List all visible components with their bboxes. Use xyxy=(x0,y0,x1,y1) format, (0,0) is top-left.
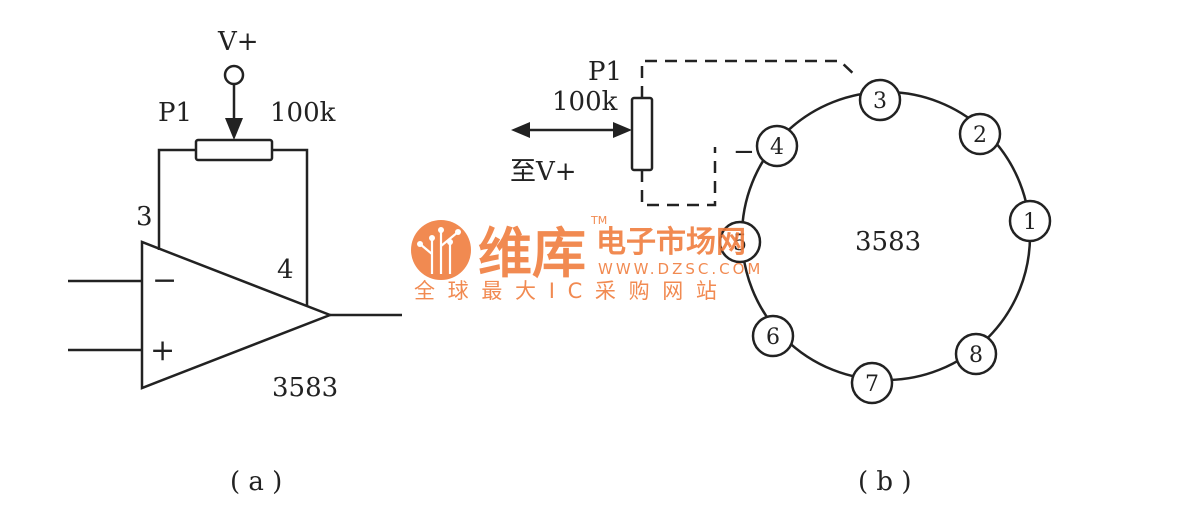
caption-b: ( b ) xyxy=(858,467,911,497)
pin3-dashed-wire xyxy=(640,59,859,98)
pin-number-7: 7 xyxy=(865,372,879,397)
minus-symbol-b: − xyxy=(733,137,755,167)
wiper-arrow-icon xyxy=(225,118,243,140)
circuit-logo-icon xyxy=(411,220,471,280)
pin-circle-2 xyxy=(958,112,1002,156)
watermark-brand: 维库 xyxy=(478,222,586,285)
diagram-a xyxy=(68,64,402,390)
pin-number-2: 2 xyxy=(973,123,987,148)
watermark-url: WWW.DZSC.COM xyxy=(598,260,763,278)
pin-number-1: 1 xyxy=(1023,210,1037,235)
caption-a: ( a ) xyxy=(230,467,282,497)
pin-4-label: 4 xyxy=(277,255,294,285)
diagram-a-labels: V+ P1 100k 3 4 − + 3583 ( a ) xyxy=(136,27,338,497)
pin-number-6: 6 xyxy=(766,325,780,350)
to-supply-label: 至V+ xyxy=(510,157,577,187)
package-label: 3583 xyxy=(855,227,921,257)
supply-terminal xyxy=(223,64,245,86)
pin-number-3: 3 xyxy=(873,89,887,114)
pot-value-label: 100k xyxy=(270,98,336,128)
pin-number-5: 5 xyxy=(733,231,747,256)
supply-label: V+ xyxy=(217,27,259,57)
potentiometer-p1-b xyxy=(630,96,654,172)
pin-circle-6 xyxy=(751,314,795,358)
pin-circle-3 xyxy=(858,78,902,122)
pin3-wire xyxy=(157,148,196,250)
pot-value-label-b: 100k xyxy=(552,87,618,117)
potentiometer-p1 xyxy=(194,138,274,162)
plus-symbol: + xyxy=(150,333,175,368)
pin-3-label: 3 xyxy=(136,202,153,232)
part-number-label: 3583 xyxy=(272,373,338,403)
pin-circle-4 xyxy=(755,124,799,168)
pin4-dashed-wire xyxy=(640,147,717,207)
pin-circle-5 xyxy=(718,220,762,264)
watermark-tm: TM xyxy=(590,214,607,227)
pin4-wire xyxy=(272,148,309,306)
pot-name-label-b: P1 xyxy=(588,57,622,87)
opamp-triangle xyxy=(140,240,334,390)
pin-circle-7 xyxy=(850,361,894,405)
watermark-slogan: 全 球 最 大 I C 采 购 网 站 xyxy=(414,279,720,303)
watermark: 维库 TM 电子市场网 WWW.DZSC.COM 全 球 最 大 I C 采 购… xyxy=(411,214,763,303)
pin-number-4: 4 xyxy=(770,135,784,160)
diagram-b-labels: 1 2 3 4 5 6 7 8 P1 100k 至V+ − 3583 ( b ) xyxy=(510,57,1037,497)
left-arrow-icon xyxy=(511,122,530,138)
pin-circle-1 xyxy=(1008,199,1052,243)
minus-symbol: − xyxy=(152,263,177,298)
watermark-site-name: 电子市场网 xyxy=(596,225,746,260)
pin-circle-8 xyxy=(954,332,998,376)
pot-name-label: P1 xyxy=(158,98,192,128)
pin-number-8: 8 xyxy=(969,343,983,368)
pin-circles xyxy=(718,78,1052,405)
right-arrow-icon xyxy=(613,122,632,138)
